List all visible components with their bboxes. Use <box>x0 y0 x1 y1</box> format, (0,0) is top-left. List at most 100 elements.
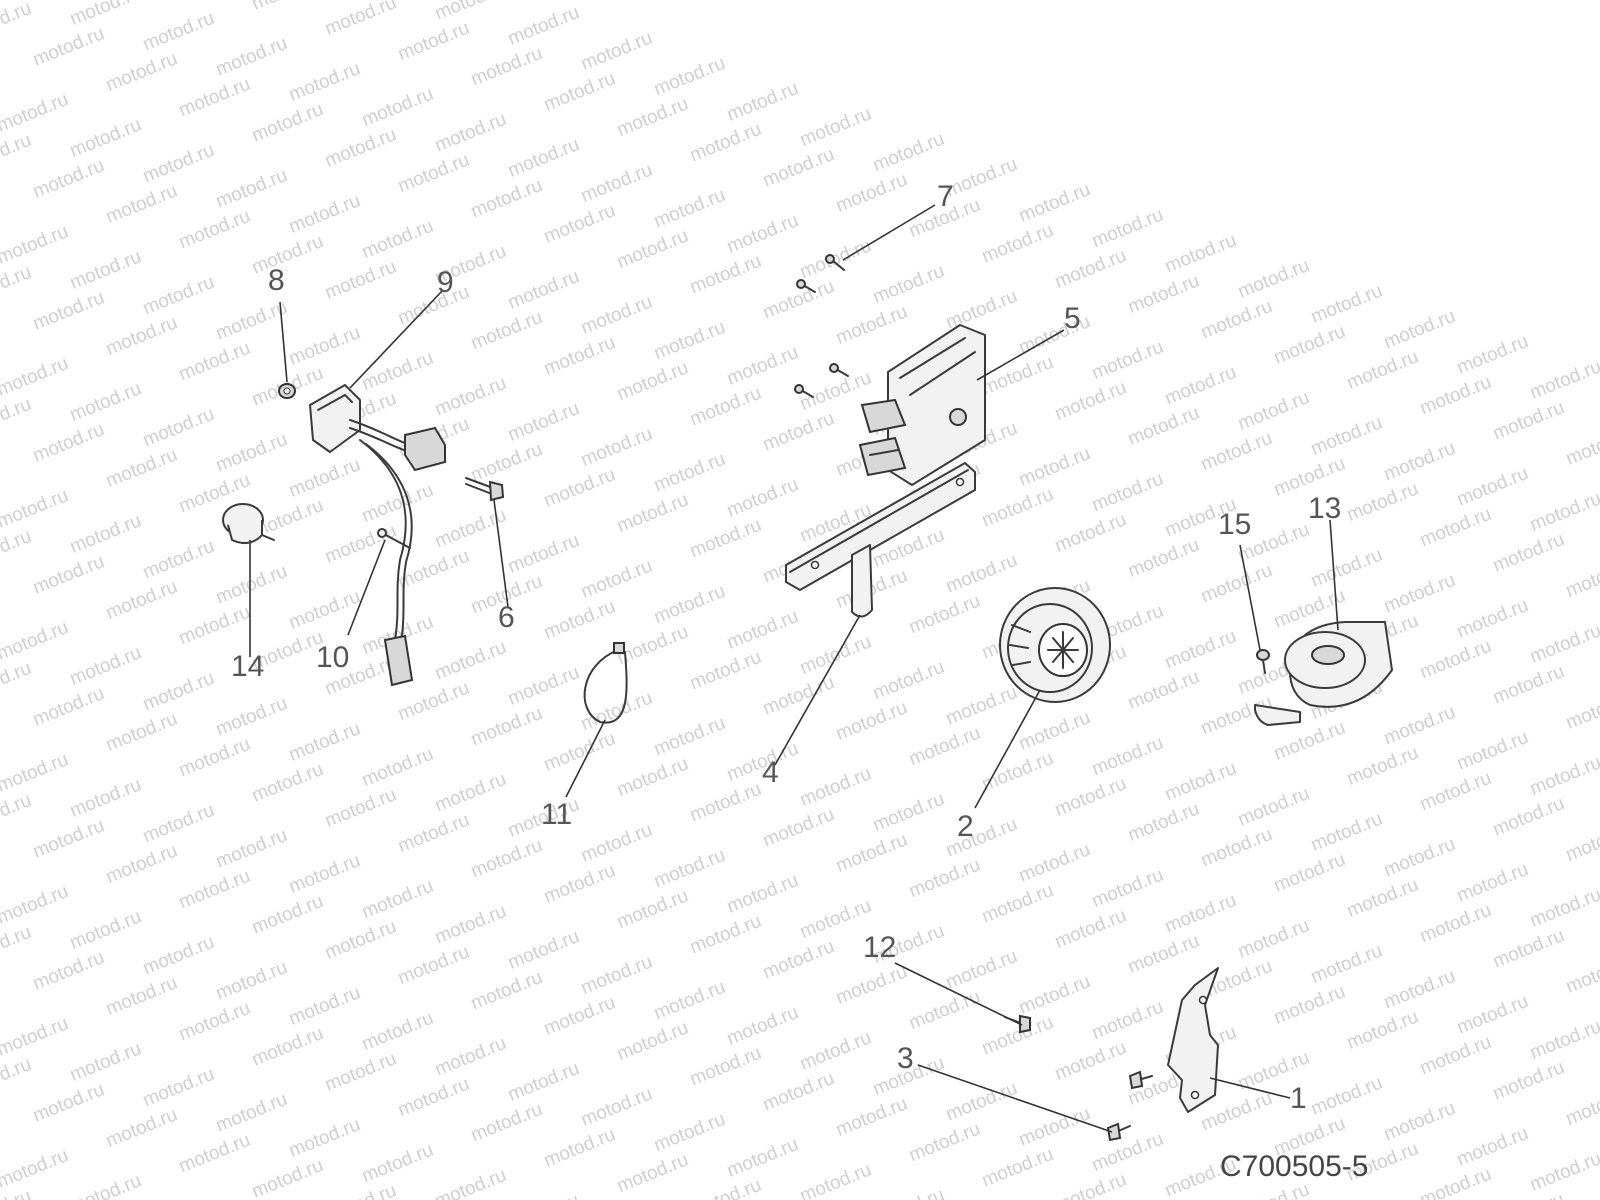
watermark-text: motod.ru <box>30 815 107 863</box>
watermark-text: motod.ru <box>30 419 107 467</box>
watermark-text: motod.ru <box>0 881 71 929</box>
watermark-text: motod.ru <box>651 845 728 893</box>
watermark-text: motod.ru <box>468 835 545 883</box>
part-5-ecu <box>858 324 986 486</box>
watermark-text: motod.ru <box>1417 900 1494 948</box>
watermark-text: motod.ru <box>103 444 180 492</box>
watermark-text: motod.ru <box>979 748 1056 796</box>
watermark-text: motod.ru <box>1052 245 1129 293</box>
watermark-text: motod.ru <box>395 546 472 594</box>
watermark-text: motod.ru <box>1162 230 1239 278</box>
watermark-text: motod.ru <box>0 130 34 178</box>
watermark-text: motod.ru <box>1271 849 1348 897</box>
watermark-text: motod.ru <box>103 312 180 360</box>
part-15-screw <box>1256 649 1270 674</box>
watermark-text: motod.ru <box>67 642 144 690</box>
callout-8: 8 <box>268 264 285 297</box>
watermark-text: motod.ru <box>140 932 217 980</box>
watermark-text: motod.ru <box>687 383 764 431</box>
watermark-text: motod.ru <box>249 1023 326 1071</box>
watermark-text: motod.ru <box>213 297 290 345</box>
watermark-text: motod.ru <box>1235 915 1312 963</box>
watermark-text: motod.ru <box>760 408 837 456</box>
watermark-text: motod.ru <box>432 901 509 949</box>
watermark-text: motod.ru <box>760 1068 837 1116</box>
watermark-text: motod.ru <box>1381 702 1458 750</box>
watermark-text: motod.ru <box>979 220 1056 268</box>
watermark-text: motod.ru <box>1089 732 1166 780</box>
watermark-text: motod.ru <box>614 357 691 405</box>
watermark-text: motod.ru <box>0 1054 34 1102</box>
watermark-text: motod.ru <box>614 753 691 801</box>
watermark-text: motod.ru <box>468 439 545 487</box>
watermark-text: motod.ru <box>1125 402 1202 450</box>
watermark-text: motod.ru <box>1271 981 1348 1029</box>
watermark-text: motod.ru <box>1089 204 1166 252</box>
watermark-text: motod.ru <box>322 916 399 964</box>
watermark-text: motod.ru <box>286 322 363 370</box>
watermark-text: motod.ru <box>140 140 217 188</box>
watermark-text: motod.ru <box>1016 179 1093 227</box>
watermark-text: motod.ru <box>797 235 874 283</box>
part-7-screws <box>794 254 849 398</box>
watermark-text: motod.ru <box>651 977 728 1025</box>
watermark-text: motod.ru <box>1344 478 1421 526</box>
watermark-text: motod.ru <box>1125 666 1202 714</box>
watermark-text: motod.ru <box>432 109 509 157</box>
watermark-text: motod.ru <box>1454 595 1531 643</box>
watermark-text: motod.ru <box>979 1012 1056 1060</box>
watermark-text: motod.ru <box>687 647 764 695</box>
watermark-text: motod.ru <box>724 78 801 126</box>
watermark-text: motod.ru <box>468 307 545 355</box>
watermark-text: motod.ru <box>1381 834 1458 882</box>
watermark-text: motod.ru <box>505 1190 582 1200</box>
watermark-text: motod.ru <box>322 520 399 568</box>
callout-11: 11 <box>541 798 572 831</box>
watermark-text: motod.ru <box>395 282 472 330</box>
part-2-horn <box>999 587 1111 703</box>
watermark-text: motod.ru <box>651 53 728 101</box>
watermark-text: motod.ru <box>322 1048 399 1096</box>
watermark-text: motod.ru <box>176 1130 253 1178</box>
watermark-text: motod.ru <box>943 946 1020 994</box>
watermark-text: motod.ru <box>0 89 71 137</box>
watermark-text: motod.ru <box>0 790 34 838</box>
watermark-text: motod.ru <box>359 876 436 924</box>
watermark-text: motod.ru <box>1198 824 1275 872</box>
watermark-text: motod.ru <box>1454 859 1531 907</box>
callout-2: 2 <box>957 810 974 843</box>
watermark-text: motod.ru <box>1162 890 1239 938</box>
watermark-text: motod.ru <box>0 221 71 269</box>
watermark-text: motod.ru <box>1527 356 1600 404</box>
watermark-text: motod.ru <box>833 301 910 349</box>
watermark-text: motod.ru <box>797 103 874 151</box>
watermark-text: motod.ru <box>176 206 253 254</box>
watermark-text: motod.ru <box>1417 1164 1494 1200</box>
watermark-text: motod.ru <box>1052 377 1129 425</box>
watermark-text: motod.ru <box>213 33 290 81</box>
watermark-text: motod.ru <box>0 658 34 706</box>
watermark-text: motod.ru <box>67 1170 144 1200</box>
watermark-text: motod.ru <box>1454 1123 1531 1171</box>
watermark-text: motod.ru <box>1381 438 1458 486</box>
watermark-text: motod.ru <box>578 291 655 339</box>
watermark-text: motod.ru <box>687 251 764 299</box>
watermark-text: motod.ru <box>103 840 180 888</box>
watermark-text: motod.ru <box>906 987 983 1035</box>
watermark-text: motod.ru <box>1454 991 1531 1039</box>
watermark-text: motod.ru <box>797 1159 874 1200</box>
watermark-text: motod.ru <box>213 825 290 873</box>
watermark-text: motod.ru <box>395 678 472 726</box>
watermark-text: motod.ru <box>249 231 326 279</box>
watermark-text: motod.ru <box>578 27 655 75</box>
watermark-text: motod.ru <box>140 668 217 716</box>
watermark-text: motod.ru <box>687 1043 764 1091</box>
watermark-text: motod.ru <box>1344 874 1421 922</box>
watermark-text: motod.ru <box>505 530 582 578</box>
watermark-text: motod.ru <box>1162 758 1239 806</box>
watermark-text: motod.ru <box>1016 839 1093 887</box>
watermark-text: motod.ru <box>1563 422 1600 470</box>
watermark-text: motod.ru <box>1381 966 1458 1014</box>
watermark-text: motod.ru <box>651 713 728 761</box>
watermark-text: motod.ru <box>833 961 910 1009</box>
